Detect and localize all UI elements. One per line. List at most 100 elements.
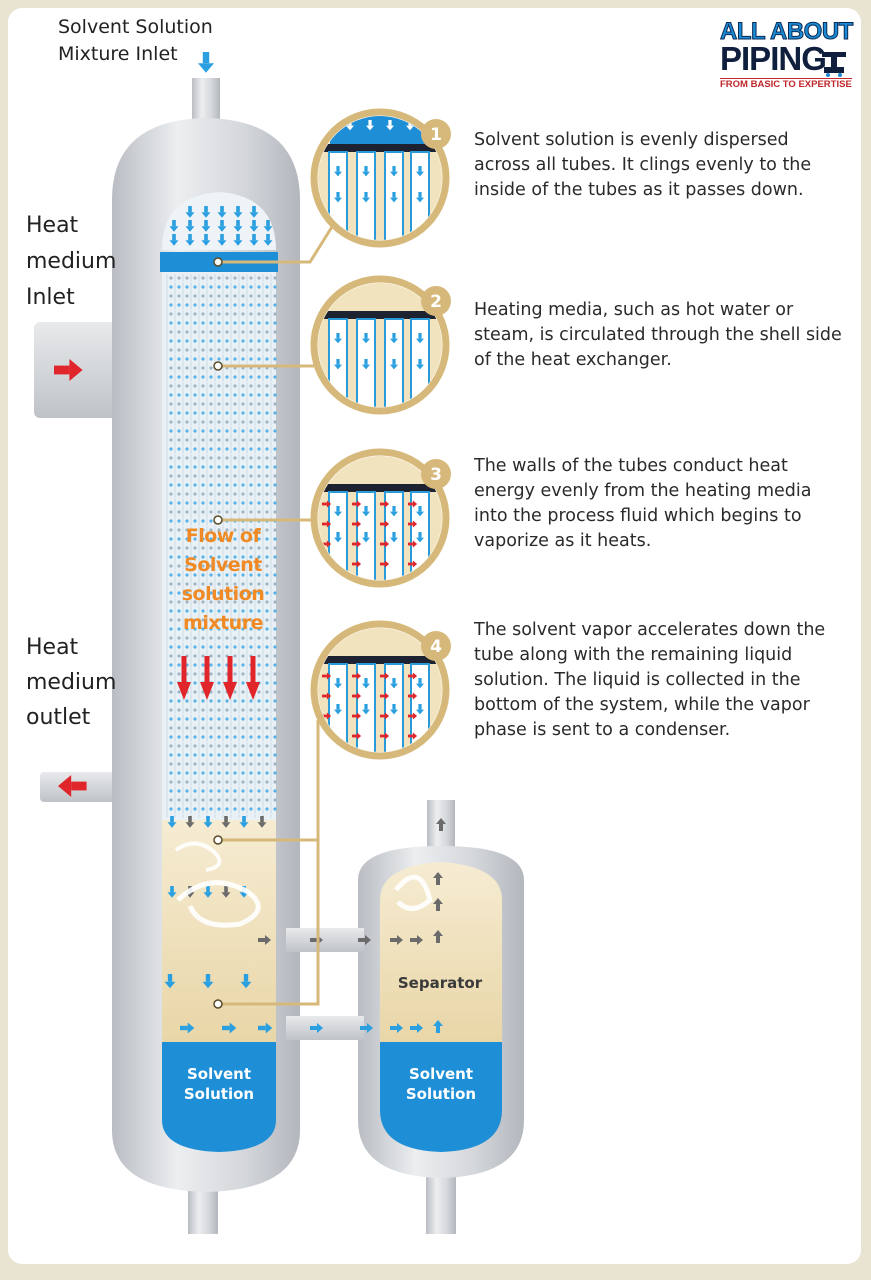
tube-dot <box>273 717 277 721</box>
tube-dot <box>217 564 221 568</box>
tube-dot <box>217 780 221 784</box>
tube-dot <box>241 726 245 730</box>
tube-dot <box>249 510 253 514</box>
arrow-down-icon <box>252 206 256 213</box>
tube-dot <box>201 654 205 658</box>
tube-dot <box>233 762 237 766</box>
logo-line-2: PIPING <box>720 40 827 77</box>
tube-dot <box>185 384 189 388</box>
tube-dot <box>273 285 277 289</box>
tube-dot <box>241 447 245 451</box>
arrow-down-icon <box>418 704 422 710</box>
tube-dot <box>177 627 181 631</box>
arrow-right-icon <box>258 1025 266 1031</box>
tube-dot <box>225 321 229 325</box>
tube-dot <box>257 384 261 388</box>
arrow-left-icon <box>58 775 72 797</box>
tube-dot <box>201 699 205 703</box>
tube-dot <box>185 609 189 613</box>
tube-dot <box>209 330 213 334</box>
tube-dot <box>241 339 245 343</box>
tube-dot <box>201 555 205 559</box>
tube-dot <box>177 465 181 469</box>
tube-dot <box>265 780 269 784</box>
arrow-up-icon <box>436 1026 440 1033</box>
arrow-up-icon <box>436 818 446 824</box>
tube-dot <box>185 438 189 442</box>
tube-dot <box>257 294 261 298</box>
tube-dot <box>193 600 197 604</box>
tube-dot <box>217 483 221 487</box>
tube-dot <box>217 420 221 424</box>
flow-arrows <box>54 52 446 1034</box>
tube-dot <box>193 771 197 775</box>
arrow-right-icon <box>412 672 418 680</box>
tube-dot <box>257 312 261 316</box>
tube-dot <box>241 420 245 424</box>
tube-dot <box>217 627 221 631</box>
arrow-right-icon <box>54 365 70 375</box>
tube-dot <box>273 681 277 685</box>
tube-dot <box>201 420 205 424</box>
tube-dot <box>241 321 245 325</box>
arrow-right-icon <box>356 692 362 700</box>
tube-dot <box>177 420 181 424</box>
arrow-down-icon <box>364 333 368 339</box>
tube-dot <box>257 672 261 676</box>
tube-dot <box>225 384 229 388</box>
tube-dot <box>265 663 269 667</box>
arrow-right-icon <box>384 672 390 680</box>
tube-dot <box>265 285 269 289</box>
arrow-down-icon <box>416 511 424 517</box>
tube-dot <box>185 762 189 766</box>
tube-dot <box>225 600 229 604</box>
tube-dot <box>241 375 245 379</box>
arrow-right-icon <box>326 692 332 700</box>
callout-inner <box>318 283 442 407</box>
callout-lines <box>218 221 337 1006</box>
tube-dot <box>177 753 181 757</box>
arrow-down-icon <box>220 234 224 241</box>
tube-dot <box>201 564 205 568</box>
tube-dot <box>265 789 269 793</box>
tube-dot <box>273 600 277 604</box>
tube-dot <box>265 501 269 505</box>
step-badge <box>421 286 451 316</box>
arrow-right-icon <box>352 522 357 526</box>
tube-dot <box>193 573 197 577</box>
arrow-right-icon <box>326 672 332 680</box>
tube-dot <box>193 402 197 406</box>
tube-dot <box>225 402 229 406</box>
tube-dot <box>249 465 253 469</box>
tube-dot <box>201 393 205 397</box>
tube-dot <box>225 348 229 352</box>
tube-dot <box>233 609 237 613</box>
tube-dot <box>273 708 277 712</box>
tube-dot <box>177 384 181 388</box>
tube-dot <box>249 492 253 496</box>
arrow-down-icon <box>266 220 270 227</box>
tube-dot <box>225 285 229 289</box>
tube-dot <box>265 573 269 577</box>
arrow-down-icon <box>220 220 224 227</box>
arrow-down-icon <box>364 359 368 365</box>
arrow-down-icon <box>390 364 398 370</box>
tube-dot <box>257 429 261 433</box>
tube-dot <box>273 492 277 496</box>
tube-dot <box>241 348 245 352</box>
tube-dot <box>257 690 261 694</box>
arrow-down-icon <box>185 822 195 828</box>
tube-dot <box>273 699 277 703</box>
arrow-right-icon <box>412 520 418 528</box>
tube-dot <box>177 537 181 541</box>
tube-dot <box>169 807 173 811</box>
tube-dot <box>169 375 173 379</box>
tube-dot <box>225 483 229 487</box>
tube-dot <box>249 276 253 280</box>
tube-dot <box>201 528 205 532</box>
tube-sheet <box>318 144 442 152</box>
tube-dot <box>273 690 277 694</box>
arrow-right-icon <box>380 674 385 678</box>
arrow-down-icon <box>263 226 273 232</box>
tube-dot <box>185 294 189 298</box>
